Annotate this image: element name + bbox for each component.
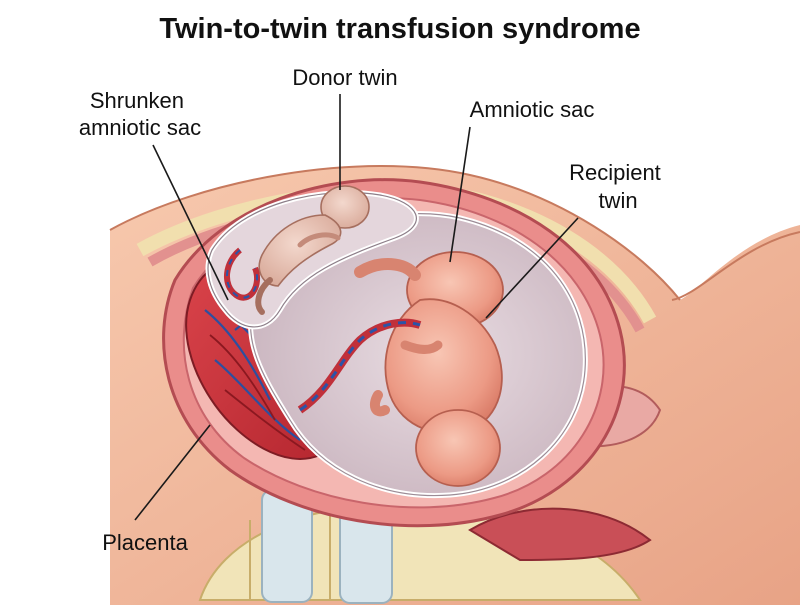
label-amniotic-sac: Amniotic sac xyxy=(470,97,595,122)
umbilical-cords xyxy=(224,247,422,414)
leader-shrunken-sac xyxy=(152,144,229,301)
label-donor-twin: Donor twin xyxy=(292,65,397,90)
leader-placenta xyxy=(134,424,211,521)
label-shrunken-sac: Shrunken amniotic sac xyxy=(79,88,201,140)
label-shrunken-sac-line2: amniotic sac xyxy=(79,115,201,140)
label-recipient-twin: Recipient twin xyxy=(569,160,667,213)
page-title: Twin-to-twin transfusion syndrome xyxy=(159,13,640,45)
label-placenta: Placenta xyxy=(102,530,188,555)
leader-lines xyxy=(134,94,579,521)
recipient-twin xyxy=(354,251,504,487)
label-shrunken-sac-line1: Shrunken xyxy=(90,88,184,113)
label-recipient-twin-line2: twin xyxy=(598,188,637,213)
label-recipient-twin-line1: Recipient xyxy=(569,160,661,185)
leader-amniotic-sac xyxy=(449,126,471,263)
leader-recipient-twin xyxy=(485,217,579,319)
donor-twin xyxy=(255,185,370,315)
